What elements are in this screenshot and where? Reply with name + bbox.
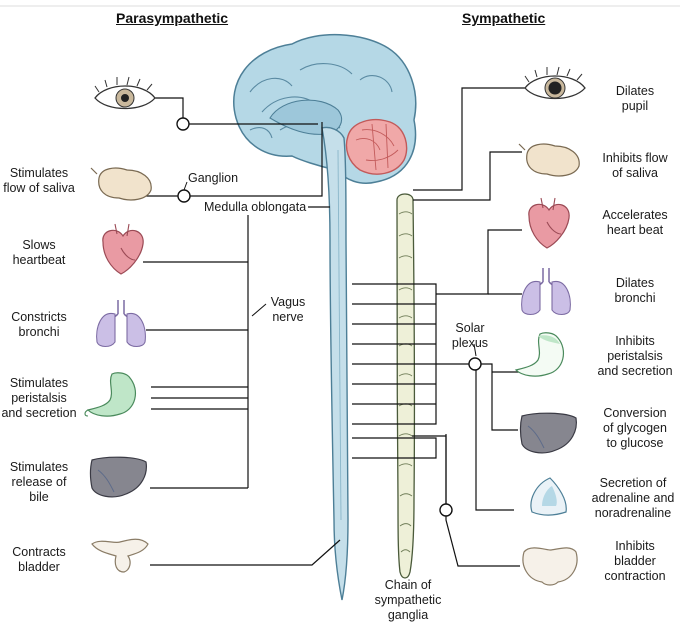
symp-effect-liver: Conversion of glycogen to glucose <box>603 406 667 450</box>
right-heart <box>528 197 570 249</box>
sympathetic-chain <box>396 193 416 579</box>
sympathetic-chain-label: Chain of sympathetic ganglia <box>374 578 442 622</box>
cerebellum <box>345 118 408 175</box>
para-effect-bladder: Contracts bladder <box>12 545 66 574</box>
left-heart <box>102 223 144 275</box>
right-salivary-gland <box>518 143 580 177</box>
bladder-ganglion-circle <box>439 503 453 517</box>
parasympathetic-lines <box>143 97 341 566</box>
right-bladder <box>522 547 578 586</box>
spinal-cord-center <box>337 149 342 521</box>
cord-chain-connections <box>352 283 437 459</box>
symp-effect-heart: Accelerates heart beat <box>602 208 668 237</box>
right-eye <box>524 66 586 100</box>
vagus-pointer <box>251 303 267 317</box>
solar-plexus-label: Solar plexus <box>451 321 489 350</box>
left-salivary-gland <box>90 167 152 201</box>
para-effect-liver: Stimulates release of bile <box>9 460 69 504</box>
medulla-oblongata-label: Medulla oblongata <box>202 200 309 215</box>
sympathetic-header: Sympathetic <box>462 10 546 26</box>
para-effect-saliva: Stimulates flow of saliva <box>3 166 75 195</box>
solar-plexus-circle <box>468 357 482 371</box>
left-eye <box>94 76 156 110</box>
symp-effect-bladder: Inhibits bladder contraction <box>604 539 666 583</box>
ganglion-circle-eye <box>176 117 190 131</box>
ganglion-circle-saliva <box>177 189 191 203</box>
right-liver <box>519 412 577 454</box>
para-effect-heart: Slows heartbeat <box>12 238 66 267</box>
vagus-nerve-label: Vagus nerve <box>270 295 306 324</box>
cerebellum-folds <box>355 123 399 171</box>
right-lungs <box>521 268 571 316</box>
symp-effect-saliva: Inhibits flow of saliva <box>602 151 668 180</box>
corpus-callosum <box>269 99 343 135</box>
para-effect-stomach: Stimulates peristalsis and secretion <box>1 376 77 420</box>
symp-effect-lungs: Dilates bronchi <box>614 276 656 305</box>
brain-folds <box>249 63 393 139</box>
parasympathetic-header: Parasympathetic <box>116 10 229 26</box>
solar-pointer <box>473 343 477 357</box>
left-bladder <box>91 538 149 573</box>
right-stomach <box>514 332 565 377</box>
symp-effect-eye: Dilates pupil <box>615 84 655 113</box>
ganglion-pointer <box>183 181 188 191</box>
left-lungs <box>96 300 146 348</box>
ganglion-label: Ganglion <box>188 171 239 185</box>
para-effect-lungs: Constricts bronchi <box>11 310 67 339</box>
left-liver <box>89 456 147 498</box>
symp-effect-stomach: Inhibits peristalsis and secretion <box>597 334 673 378</box>
spinal-cord <box>321 126 349 601</box>
left-stomach <box>84 372 137 417</box>
symp-effect-adrenal: Secretion of adrenaline and noradrenalin… <box>591 476 675 520</box>
right-adrenal-gland <box>530 477 567 516</box>
brain <box>233 33 417 184</box>
